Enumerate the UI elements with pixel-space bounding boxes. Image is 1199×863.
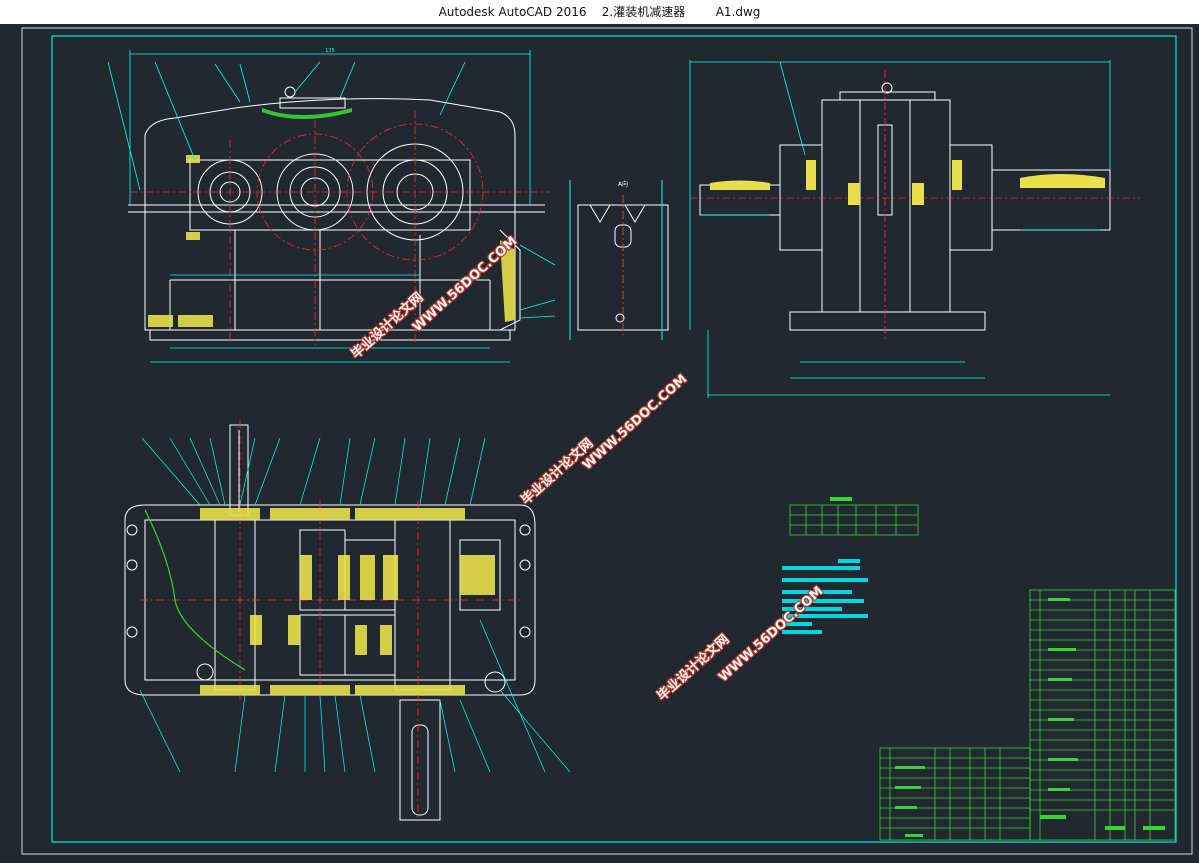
cad-drawing: 135 A向 [21,27,1193,855]
view-a [569,180,669,340]
view-a-label: A向 [618,180,628,188]
top-view-centerlines [140,420,520,820]
front-view-hatch [148,108,515,327]
tech-parameter-table [789,504,919,536]
break-line [144,509,246,671]
side-view-dimensions [689,60,1111,398]
sheet-border [21,27,1193,855]
top-view-leaders [139,437,571,773]
app-name: Autodesk AutoCAD 2016 [438,5,587,19]
side-view-hatch [710,160,1105,205]
technical-requirements [782,559,868,634]
tech-table-title [830,497,852,501]
drawing-frame [51,35,1177,843]
side-view [699,82,1111,331]
sheet-name: A1.dwg [715,5,761,19]
dim-overall-length: 135 [325,48,335,54]
top-view-hatch [200,508,495,695]
front-view-dimensions [107,50,556,363]
front-view-centerlines [130,110,550,345]
parts-list-right [1029,589,1176,841]
front-view [128,86,545,341]
drawing-canvas[interactable]: 135 A向 [0,24,1199,863]
window-title-bar: Autodesk AutoCAD 2016 2.灌装机减速器 A1.dwg [0,0,1199,24]
file-name: 2.灌装机减速器 [601,5,686,19]
title-block-text-marks [895,598,1165,837]
parts-list-left [879,747,1031,841]
